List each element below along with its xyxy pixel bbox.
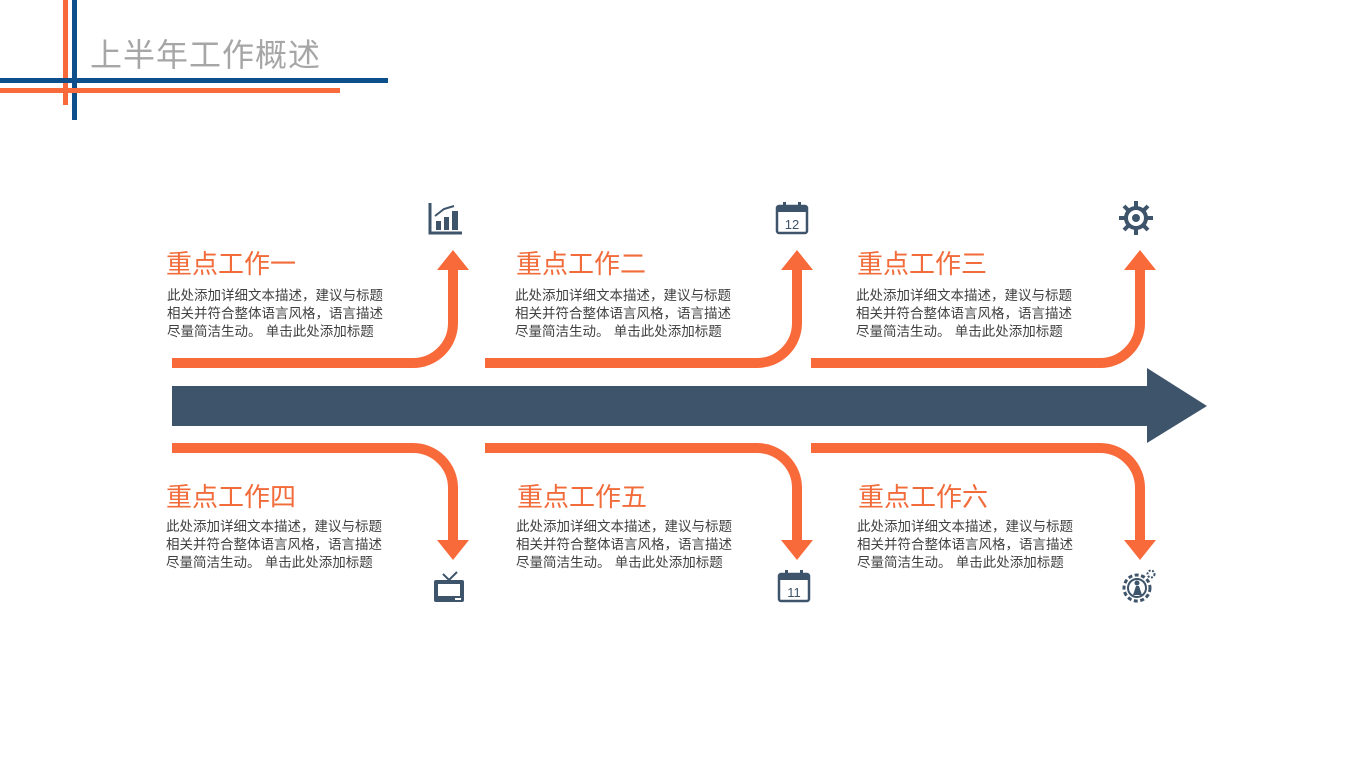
main-timeline-arrow — [172, 368, 1207, 443]
bar-chart-icon — [428, 203, 462, 235]
orange-vertical-line — [63, 0, 68, 105]
arrow-down-6 — [811, 443, 1145, 542]
arrow-up-1 — [172, 268, 458, 368]
calendar-icon: 11 — [777, 570, 811, 603]
item-title-2: 重点工作二 — [516, 250, 647, 280]
calendar-day-12: 12 — [785, 217, 799, 232]
item-title-3: 重点工作三 — [857, 250, 988, 280]
worker-gear-icon — [1122, 569, 1156, 603]
gear-icon — [1119, 201, 1153, 235]
item-desc-4: 此处添加详细文本描述，建议与标题相关并符合整体语言风格，语言描述尽量简洁生动。 … — [166, 519, 382, 571]
arrowhead-1 — [437, 250, 469, 270]
arrowhead-5 — [781, 540, 813, 560]
arrowhead-6 — [1124, 540, 1156, 560]
item-desc-2: 此处添加详细文本描述，建议与标题相关并符合整体语言风格，语言描述尽量简洁生动。 … — [515, 288, 731, 340]
arrowhead-4 — [437, 540, 469, 560]
blue-vertical-line — [72, 0, 77, 120]
item-desc-1: 此处添加详细文本描述，建议与标题相关并符合整体语言风格，语言描述尽量简洁生动。 … — [167, 288, 383, 340]
item-title-1: 重点工作一 — [166, 250, 297, 280]
calendar-icon: 12 — [775, 202, 809, 235]
item-desc-5: 此处添加详细文本描述，建议与标题相关并符合整体语言风格，语言描述尽量简洁生动。 … — [516, 519, 732, 571]
item-desc-3: 此处添加详细文本描述，建议与标题相关并符合整体语言风格，语言描述尽量简洁生动。 … — [856, 288, 1072, 340]
arrow-up-3 — [811, 268, 1145, 368]
item-title-4: 重点工作四 — [166, 483, 297, 513]
arrow-down-4 — [172, 443, 458, 542]
arrow-up-2 — [485, 268, 802, 368]
item-title-5: 重点工作五 — [517, 483, 648, 513]
arrowhead-2 — [781, 250, 813, 270]
item-title-6: 重点工作六 — [858, 483, 989, 513]
calendar-day-11: 11 — [787, 585, 801, 600]
arrowhead-3 — [1124, 250, 1156, 270]
arrow-down-5 — [485, 443, 802, 542]
tv-icon — [434, 571, 464, 602]
orange-horizontal-line — [0, 88, 340, 93]
item-desc-6: 此处添加详细文本描述，建议与标题相关并符合整体语言风格，语言描述尽量简洁生动。 … — [857, 519, 1073, 571]
blue-horizontal-line — [0, 78, 388, 83]
page-title: 上半年工作概述 — [90, 36, 322, 74]
